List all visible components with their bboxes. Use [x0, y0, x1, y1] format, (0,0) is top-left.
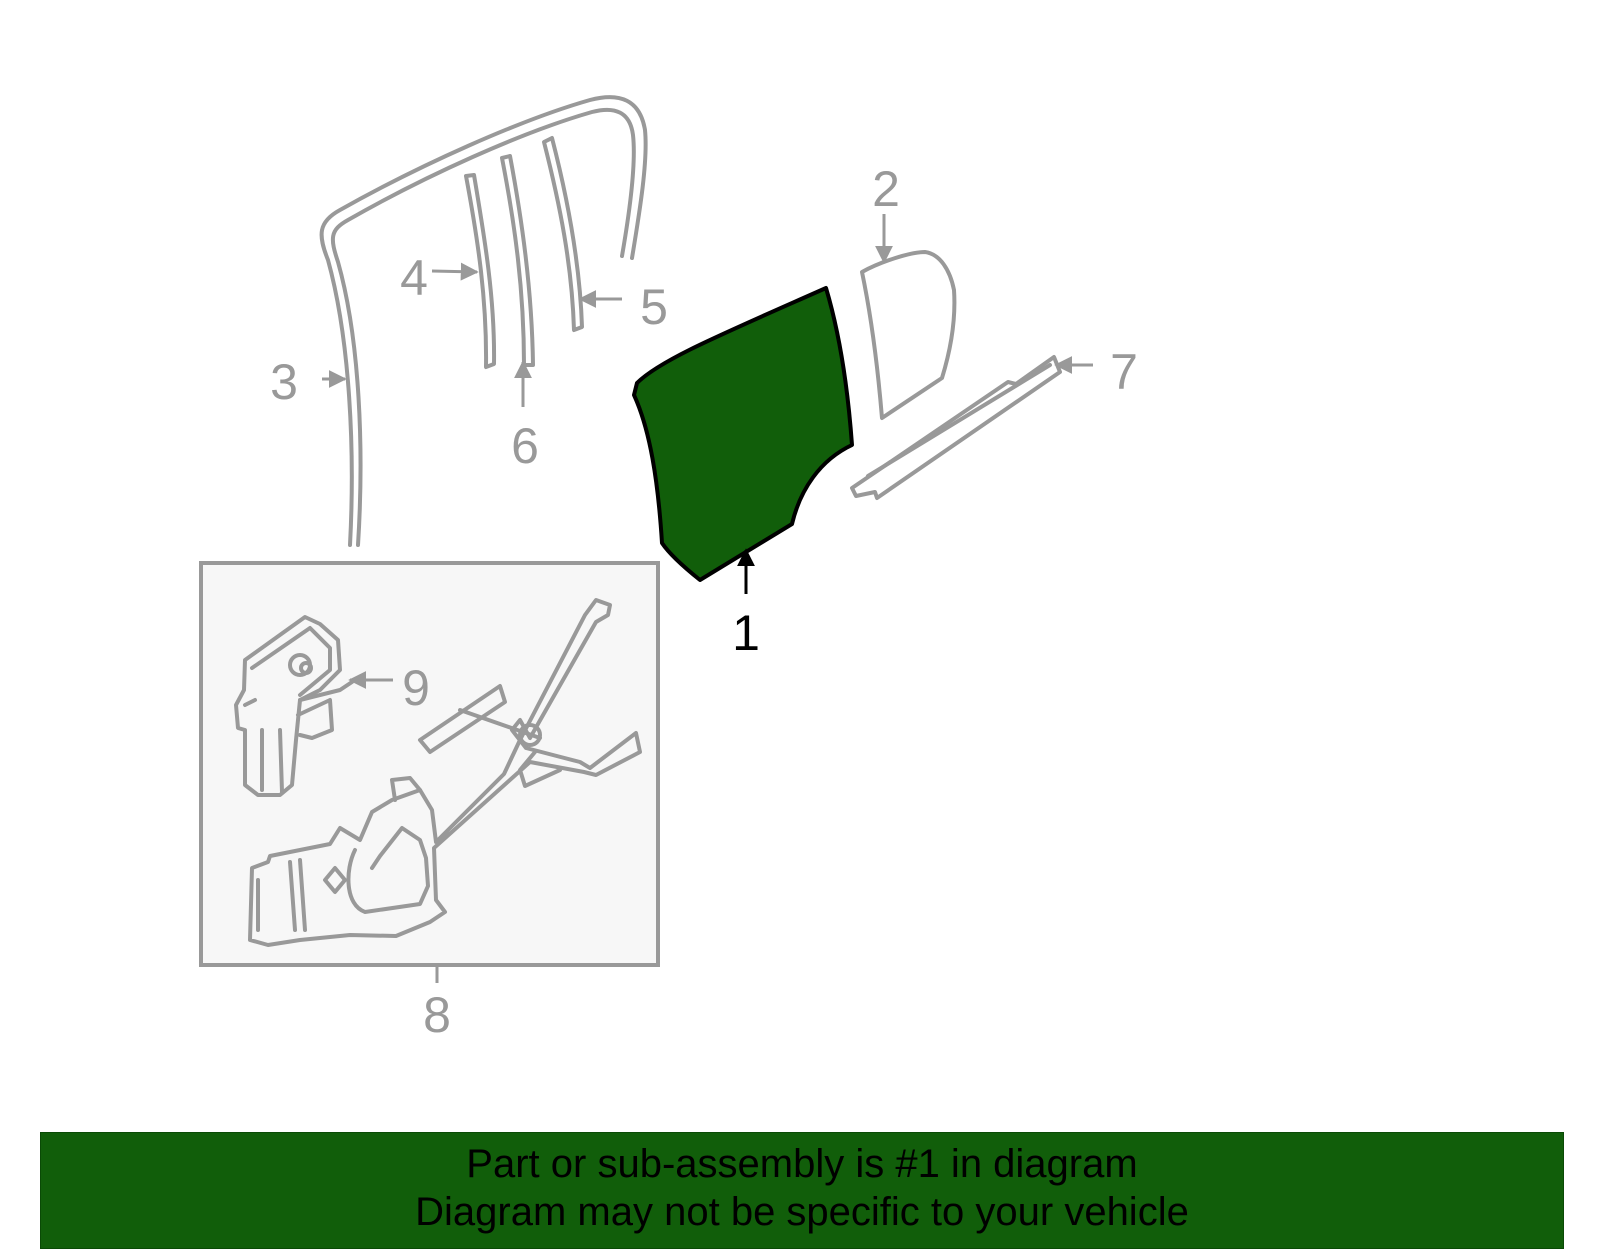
part-3-run-channel[interactable] — [319, 95, 648, 547]
part-9-window-motor[interactable] — [234, 615, 354, 797]
banner-line-1: Part or sub-assembly is #1 in diagram — [466, 1142, 1138, 1186]
callout-4[interactable]: 4 — [400, 250, 428, 306]
part-8-regulator-assembly-box[interactable] — [199, 561, 660, 967]
callout-6[interactable]: 6 — [511, 418, 539, 474]
callout-3[interactable]: 3 — [270, 354, 298, 410]
part-6-strip[interactable] — [500, 154, 535, 367]
part-5-strip[interactable] — [542, 136, 584, 332]
part-2-quarter-glass[interactable] — [860, 250, 957, 420]
callout-2[interactable]: 2 — [872, 161, 900, 217]
callout-5[interactable]: 5 — [640, 279, 668, 335]
regulator-mechanism[interactable] — [248, 598, 642, 947]
callout-labels: 1 2 3 4 5 6 7 8 9 — [270, 161, 1138, 1043]
part-1-door-glass[interactable] — [632, 286, 854, 582]
info-banner: Part or sub-assembly is #1 in diagram Di… — [40, 1132, 1564, 1249]
part-4-strip[interactable] — [464, 173, 497, 369]
banner-line-2: Diagram may not be specific to your vehi… — [415, 1190, 1189, 1234]
callout-8[interactable]: 8 — [423, 987, 451, 1043]
part-7-belt-molding[interactable] — [850, 355, 1062, 500]
callout-1[interactable]: 1 — [732, 605, 760, 661]
callout-9[interactable]: 9 — [402, 660, 430, 716]
leader-lines — [322, 214, 1093, 983]
callout-7[interactable]: 7 — [1110, 344, 1138, 400]
leader-4 — [431, 262, 479, 281]
